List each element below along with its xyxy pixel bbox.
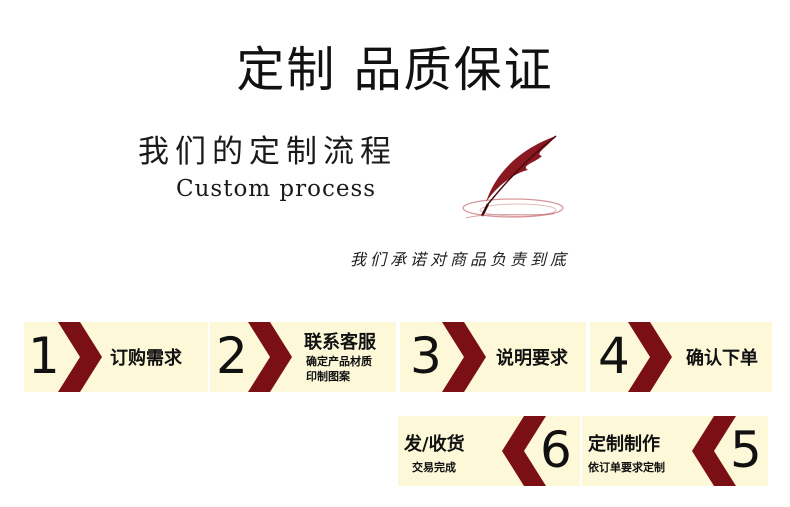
- step-number: 3: [410, 327, 442, 385]
- step-description: 依订单要求定制: [588, 461, 665, 474]
- step-number: 2: [216, 327, 248, 385]
- process-step-5: 定制制作 依订单要求定制 5: [582, 416, 768, 486]
- process-title-en: Custom process: [176, 176, 377, 202]
- chevron-right-icon: [628, 322, 672, 392]
- step-number: 5: [730, 421, 762, 479]
- step-number: 4: [598, 327, 630, 385]
- process-step-3: 3 说明要求: [400, 322, 586, 392]
- step-number: 6: [540, 421, 572, 479]
- chevron-left-icon: [502, 416, 546, 486]
- chevron-right-icon: [58, 322, 102, 392]
- step-label: 说明要求: [496, 348, 568, 369]
- quill-pen-icon: [462, 135, 564, 219]
- step-label: 确认下单: [686, 348, 758, 369]
- chevron-right-icon: [442, 322, 486, 392]
- step-number: 1: [28, 327, 60, 385]
- page-title: 定制 品质保证: [236, 42, 554, 98]
- process-step-2: 2 联系客服 确定产品材质 印制图案: [210, 322, 396, 392]
- chevron-right-icon: [248, 322, 292, 392]
- process-step-6: 发/收货 交易完成 6: [398, 416, 580, 486]
- chevron-left-icon: [692, 416, 736, 486]
- step-description: 交易完成: [412, 461, 456, 474]
- promise-text: 我们承诺对商品负责到底: [350, 250, 571, 269]
- process-step-4: 4 确认下单: [590, 322, 772, 392]
- process-step-1: 1 订购需求: [24, 322, 208, 392]
- step-label: 联系客服: [304, 332, 376, 353]
- process-title-cn: 我们的定制流程: [138, 134, 397, 170]
- step-label: 订购需求: [110, 348, 182, 369]
- step-label: 定制制作: [588, 434, 660, 455]
- step-label: 发/收货: [404, 434, 465, 455]
- step-description: 确定产品材质 印制图案: [306, 355, 372, 383]
